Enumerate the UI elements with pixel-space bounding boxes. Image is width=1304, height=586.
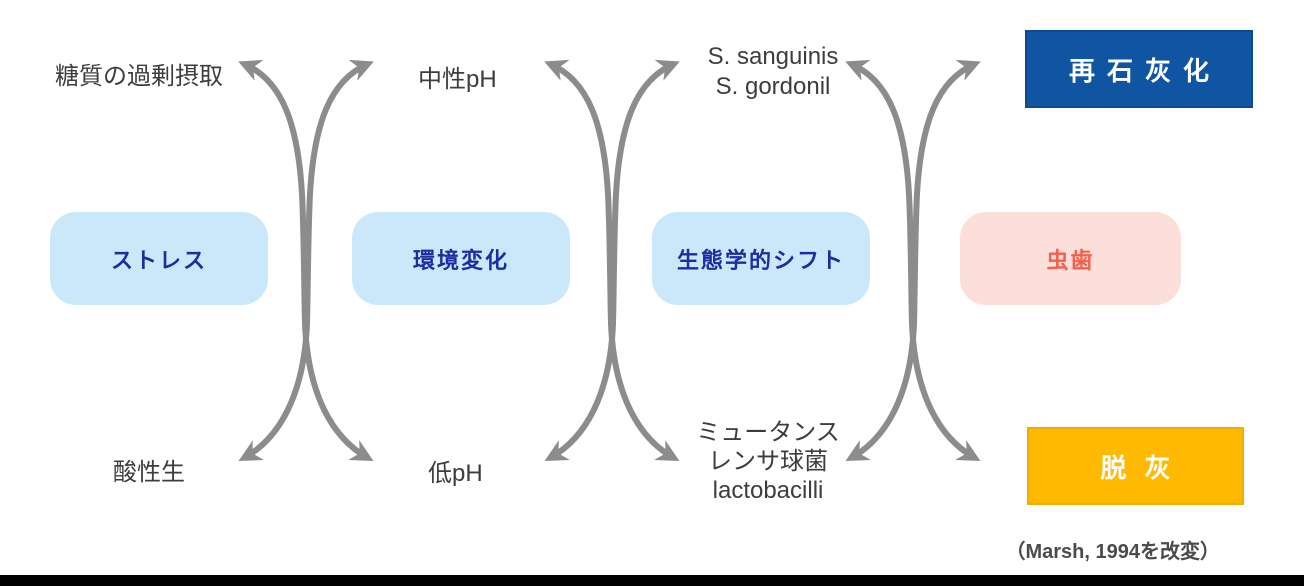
bottom-black-bar [0, 575, 1304, 586]
healthy-bacteria-line1: S. sanguinis [707, 43, 839, 70]
stress-box: ストレス [50, 212, 268, 305]
neutral-ph-label: 中性pH [418, 66, 497, 93]
remineralization-box: 再石灰化 [1025, 30, 1253, 108]
ecological-shift-box: 生態学的シフト [652, 212, 870, 305]
caries-box: 虫歯 [960, 212, 1181, 305]
acid-production-label: 酸性生 [113, 459, 185, 486]
demineralization-box: 脱灰 [1027, 427, 1244, 505]
sugar-intake-label: 糖質の過剰摂取 [55, 63, 223, 90]
cariogenic-bacteria-line3: lactobacilli [712, 477, 824, 504]
low-ph-label: 低pH [428, 460, 483, 487]
exchange-arrows-left [238, 59, 374, 462]
environment-change-box: 環境変化 [352, 212, 570, 305]
cariogenic-bacteria-line2: レンサ球菌 [708, 448, 828, 475]
cariogenic-bacteria-label: ミュータンス レンサ球菌 lactobacilli [653, 418, 883, 505]
exchange-arrows-right [845, 59, 981, 462]
healthy-bacteria-line2: S. gordonil [715, 73, 831, 100]
citation-text: （Marsh, 1994を改変） [1005, 541, 1220, 563]
cariogenic-bacteria-line1: ミュータンス [696, 419, 840, 446]
exchange-arrows-middle [544, 59, 680, 462]
healthy-bacteria-label: S. sanguinis S. gordonil [658, 42, 888, 102]
